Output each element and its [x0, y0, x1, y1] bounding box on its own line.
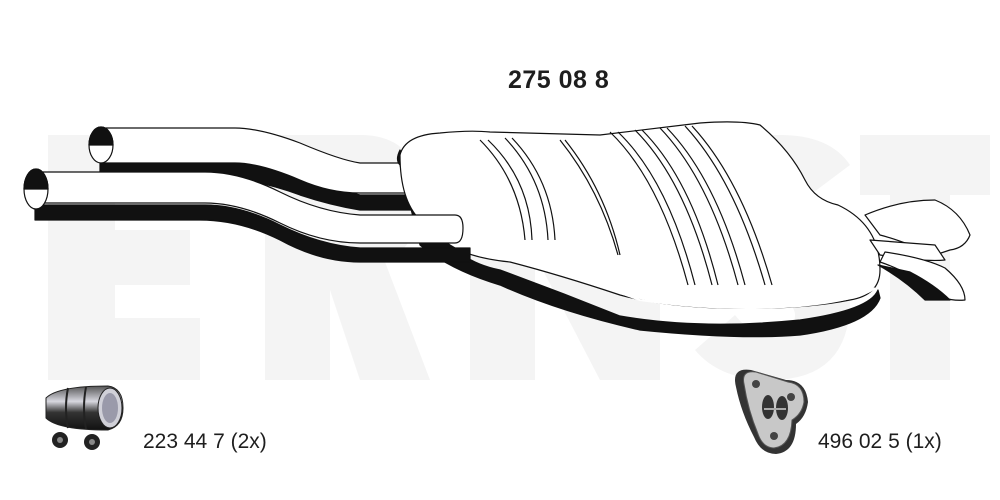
rubber-hanger-icon: [735, 369, 808, 454]
clamp-part-label: 223 44 7 (2x): [143, 430, 267, 453]
pipe-clamp-icon: [45, 385, 124, 450]
hanger-part-label: 496 02 5 (1x): [818, 430, 942, 453]
part-number-title: 275 08 8: [508, 66, 610, 94]
